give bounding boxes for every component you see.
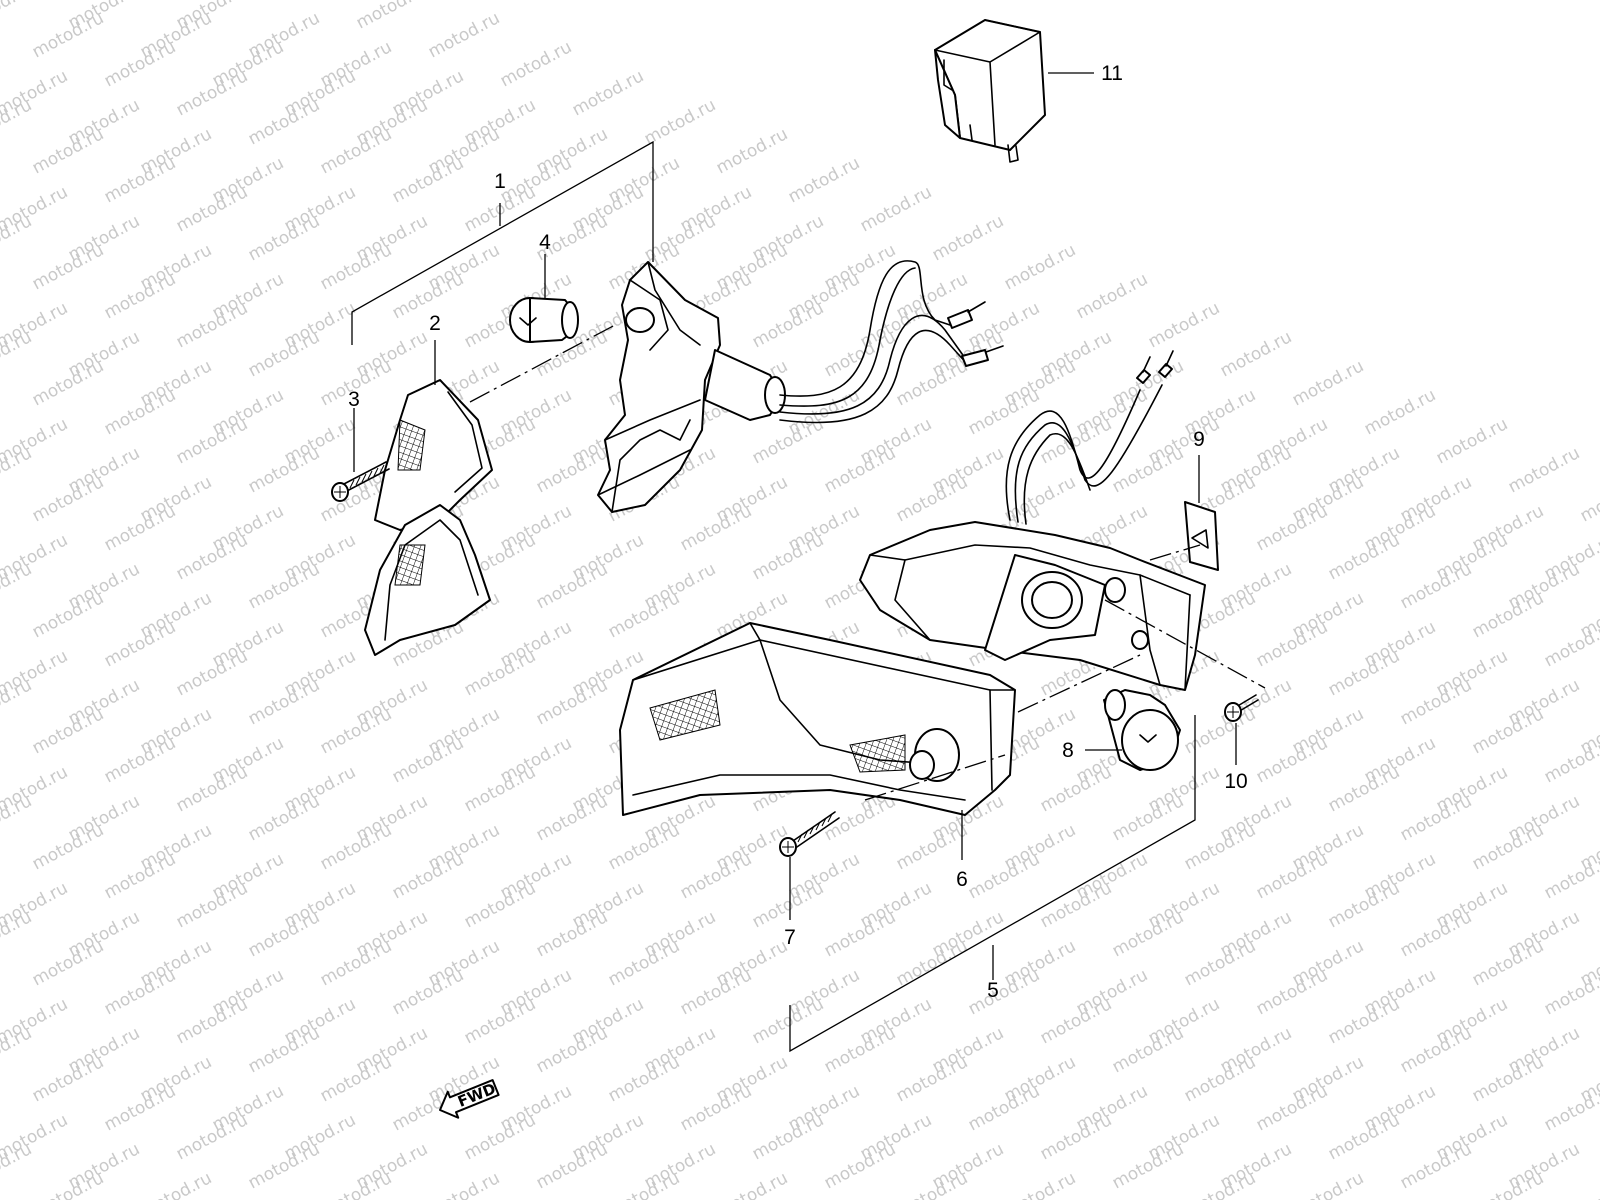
alignment-line-rear-2 xyxy=(864,754,1006,801)
watermark-text: motod.ru xyxy=(1181,1168,1259,1200)
watermark-text: motod.ru xyxy=(281,0,359,4)
watermark-text: motod.ru xyxy=(29,1168,107,1200)
watermark-text: motod.ru xyxy=(1145,298,1223,352)
watermark-text: motod.ru xyxy=(1433,414,1511,468)
callout-4: 4 xyxy=(539,231,551,254)
watermark-text: motod.ru xyxy=(425,1168,503,1200)
screw-part-10 xyxy=(1224,694,1259,722)
callout-8: 8 xyxy=(1062,739,1074,762)
alignment-line-rear-1 xyxy=(1017,654,1141,713)
watermark-text: motod.ru xyxy=(893,1168,971,1200)
relay-part-11 xyxy=(934,19,1046,163)
watermark-text: motod.ru xyxy=(425,8,503,62)
watermark-text: motod.ru xyxy=(1577,1168,1600,1200)
callout-9: 9 xyxy=(1193,428,1205,451)
alignment-line-rear-3 xyxy=(1104,599,1266,689)
watermark-text: motod.ru xyxy=(137,1168,215,1200)
callout-7: 7 xyxy=(784,926,796,949)
watermark-text: motod.ru xyxy=(1217,327,1295,381)
watermark-text: motod.ru xyxy=(1001,1168,1079,1200)
watermark-text: motod.ru xyxy=(713,1168,791,1200)
watermark-text: motod.ru xyxy=(929,211,1007,265)
watermark-text: motod.ru xyxy=(1289,1168,1367,1200)
watermark-text: motod.ru xyxy=(317,1168,395,1200)
watermark-text: motod.ru xyxy=(1001,240,1079,294)
watermark-text: motod.ru xyxy=(0,0,35,33)
alignment-line-front xyxy=(469,324,616,403)
watermark-text: motod.ru xyxy=(857,182,935,236)
lens-part-2 xyxy=(364,379,493,656)
watermark-text: motod.ru xyxy=(1289,356,1367,410)
plate-part-9 xyxy=(1184,501,1219,571)
watermark-text: motod.ru xyxy=(1361,385,1439,439)
screw-part-7 xyxy=(779,811,840,857)
callout-10: 10 xyxy=(1224,770,1247,793)
alignment-line-rear-4 xyxy=(1149,544,1201,561)
watermark-text: motod.ru xyxy=(641,95,719,149)
callout-6: 6 xyxy=(956,868,968,891)
watermark-text: motod.ru xyxy=(785,153,863,207)
watermark-text: motod.ru xyxy=(1073,269,1151,323)
callout-2: 2 xyxy=(429,312,441,335)
bulb-part-8 xyxy=(1103,689,1181,771)
watermark-text: motod.ru xyxy=(1577,472,1600,526)
watermark-text: motod.ru xyxy=(569,66,647,120)
rear-turn-signal-assembly xyxy=(859,350,1206,691)
callout-5: 5 xyxy=(987,979,999,1002)
watermark-text: motod.ru xyxy=(1469,1168,1547,1200)
lens-part-6 xyxy=(619,622,1016,816)
callout-11: 11 xyxy=(1101,62,1123,85)
watermark-text: motod.ru xyxy=(353,0,431,33)
bulb-part-4 xyxy=(509,297,579,343)
screw-part-3 xyxy=(331,461,390,502)
watermark-text: motod.ru xyxy=(497,37,575,91)
arrow-left-down-icon xyxy=(439,1079,500,1119)
assembly-bracket-1 xyxy=(351,140,654,345)
front-turn-signal-assembly xyxy=(597,260,1004,513)
callout-3: 3 xyxy=(348,388,360,411)
watermark-text: motod.ru xyxy=(713,124,791,178)
watermark-text: motod.ru xyxy=(605,1168,683,1200)
callout-1: 1 xyxy=(494,170,506,193)
assembly-bracket-5 xyxy=(789,715,1196,1053)
watermark-text: motod.ru xyxy=(1505,443,1583,497)
